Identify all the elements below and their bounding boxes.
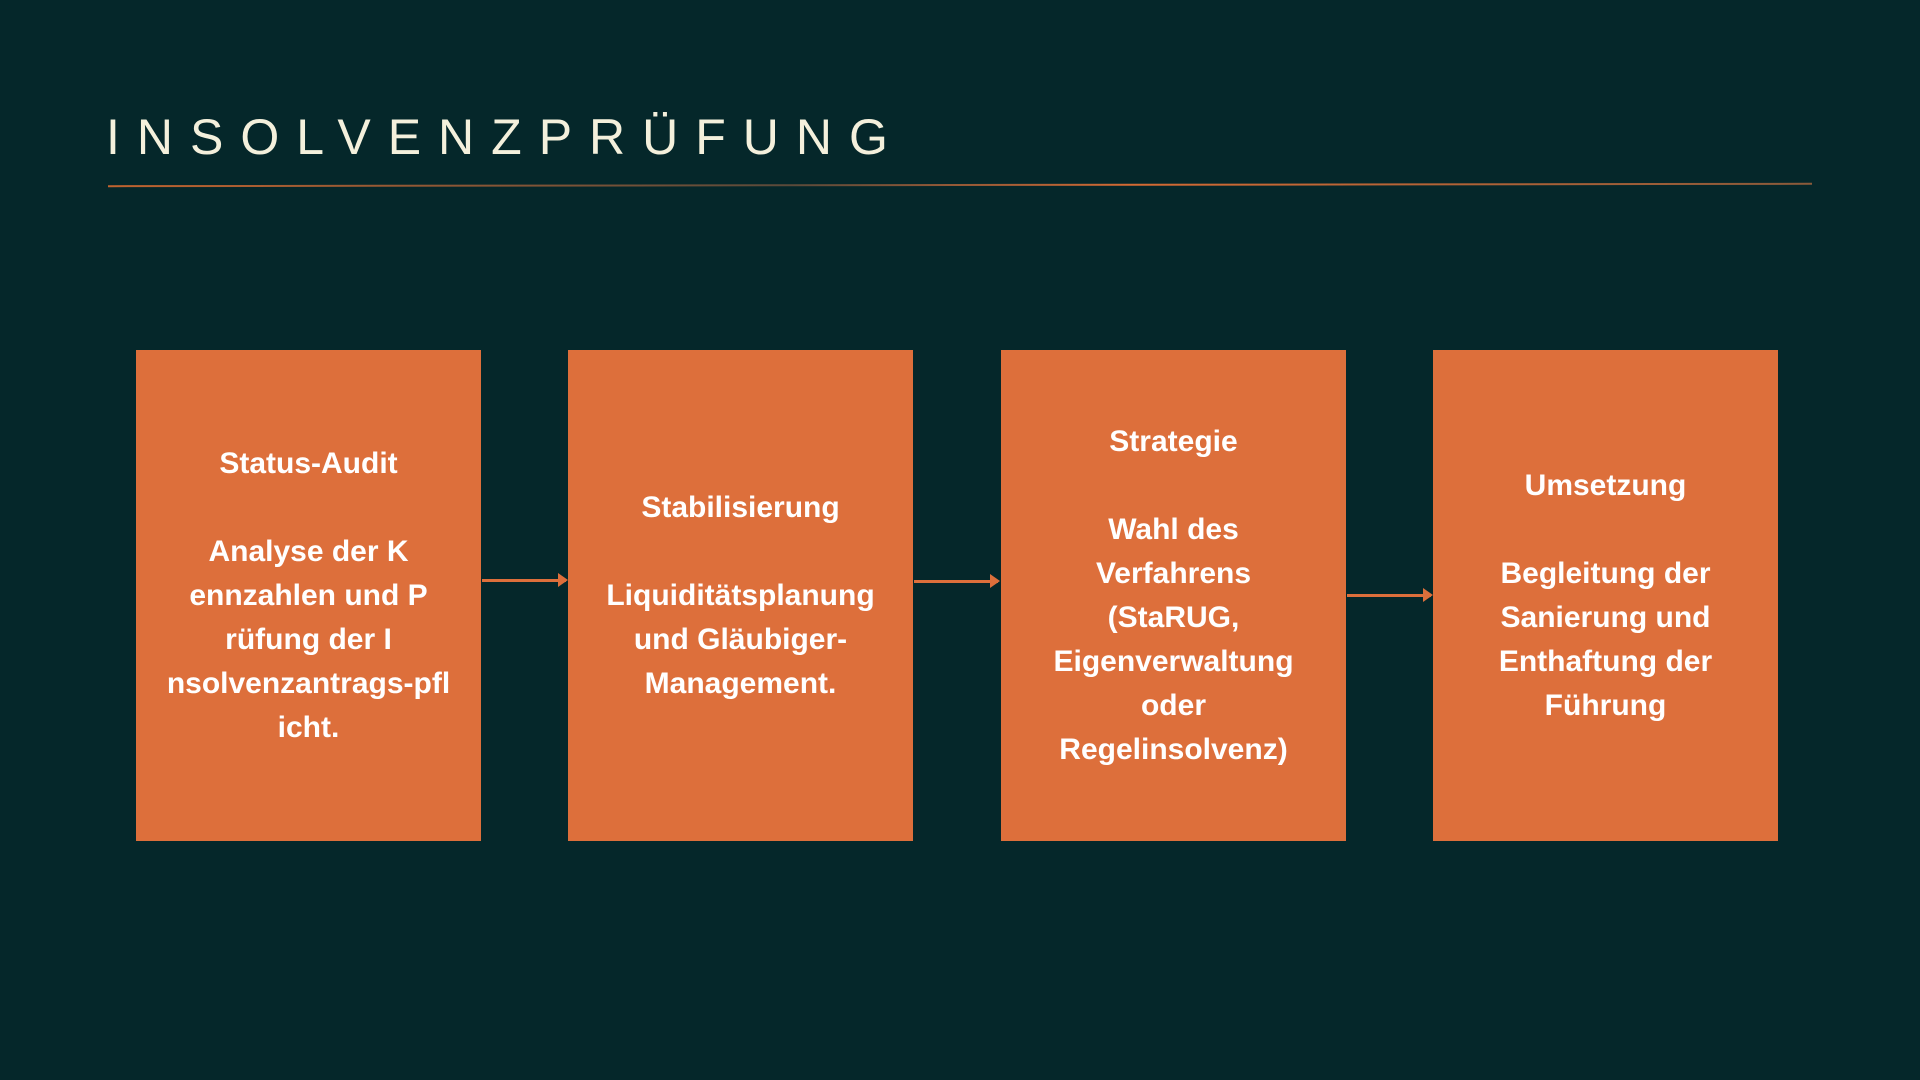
step-description-line: Wahl des [1108, 512, 1239, 546]
step-description-line: (StaRUG, [1107, 600, 1240, 634]
step-heading: Umsetzung [1524, 468, 1687, 502]
step-description-line: und Gläubiger- [633, 622, 848, 656]
step-description-line: icht. [277, 710, 340, 744]
step-description-line: Regelinsolvenz) [1059, 732, 1288, 766]
title-divider [107, 182, 1813, 188]
step-heading: Stabilisierung [641, 490, 840, 524]
arrow-2-to-3 [914, 574, 1000, 588]
step-description-line: Liquiditätsplanung [606, 578, 875, 612]
step-description-line: Führung [1544, 688, 1667, 722]
step-description-line: oder [1140, 688, 1206, 722]
step-description-line: Enthaftung der [1498, 644, 1713, 678]
arrow-1-to-2 [482, 573, 568, 587]
step-description-line: Eigenverwaltung [1053, 644, 1294, 678]
step-description-line: Verfahrens [1095, 556, 1252, 590]
step-description-line: nsolvenzantrags-pfl [166, 666, 451, 700]
page-title: INSOLVENZPRÜFUNG [106, 109, 905, 165]
step-description-line: Begleitung der [1500, 556, 1711, 590]
step-heading: Strategie [1109, 424, 1238, 458]
step-heading: Status-Audit [219, 446, 398, 480]
step-description-line: Management. [644, 666, 837, 700]
step-description-line: rüfung der I [225, 622, 392, 656]
step-description-line: Sanierung und [1500, 600, 1711, 634]
step-description-line: ennzahlen und P [189, 578, 428, 612]
step-description-line: Analyse der K [208, 534, 409, 568]
arrow-3-to-4 [1347, 588, 1433, 602]
